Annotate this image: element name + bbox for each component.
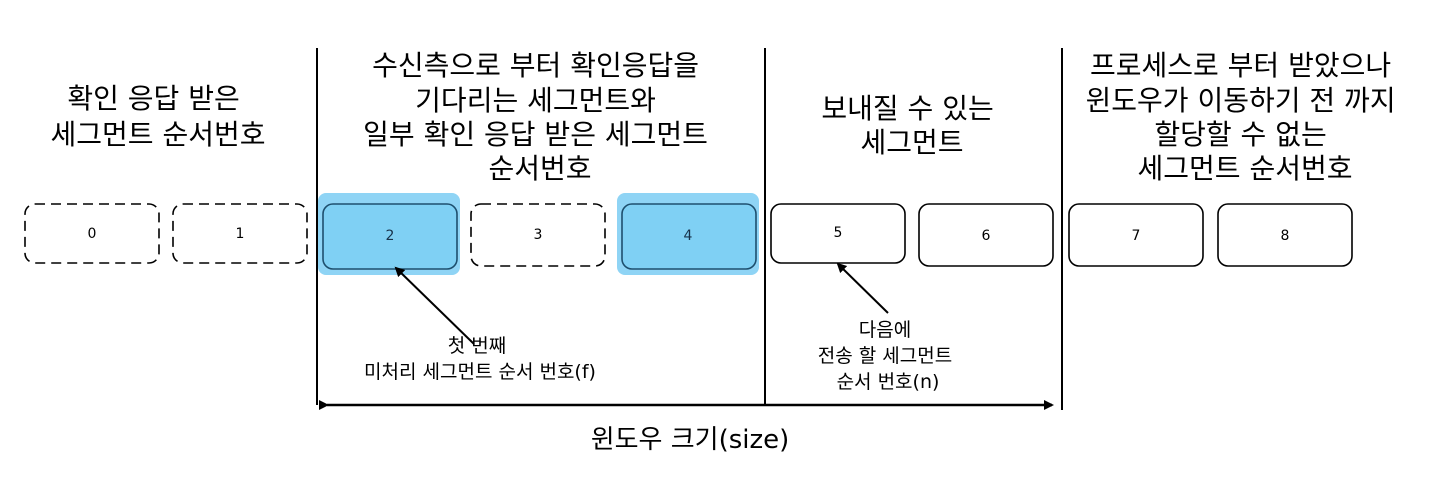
segment-5: 5 [770,203,906,264]
segment-7: 7 [1068,203,1204,267]
annotation-next-to-send: 다음에 전송 할 세그먼트 순서 번호(n) [818,319,959,393]
segment-2: 2 [318,193,460,275]
segment-label: 7 [1132,228,1141,244]
heading-awaiting: 수신측으로 부터 확인응답을 기다리는 세그먼트와 일부 확인 응답 받은 세그… [363,49,717,185]
segment-label: 0 [88,226,97,242]
heading-line: 수신측으로 부터 확인응답을 [372,49,699,82]
annotation-line: 첫 번째 [448,335,506,357]
heading-line: 세그먼트 순서번호 [1138,152,1353,185]
segment-label: 5 [834,225,843,241]
pointer-arrow-first-unacked [394,266,475,345]
heading-acked: 확인 응답 받은 세그먼트 순서번호 [51,82,266,151]
heading-line: 보내질 수 있는 [821,92,993,125]
annotation-line: 전송 할 세그먼트 [818,345,952,367]
annotation-line: 미처리 세그먼트 순서 번호(f) [364,361,596,383]
segment-8: 8 [1217,203,1353,267]
heading-line: 순서번호 [488,152,591,185]
segment-label: 4 [684,228,693,244]
heading-line: 세그먼트 [860,126,963,159]
heading-line: 일부 확인 응답 받은 세그먼트 [363,118,708,151]
heading-line: 할당할 수 없는 [1154,118,1326,151]
pointer-arrow-next-to-send [836,262,889,314]
annotation-first-unacked: 첫 번째 미처리 세그먼트 순서 번호(f) [364,335,596,383]
segment-label: 8 [1281,228,1290,244]
segment-0: 0 [24,203,160,264]
annotation-line: 다음에 [859,319,911,341]
segment-6: 6 [918,203,1054,267]
segment-3: 3 [470,203,606,267]
segment-label: 2 [386,228,395,244]
window-size-label: 윈도우 크기(size) [591,425,790,455]
segment-1: 1 [172,203,308,264]
segment-label: 3 [534,227,543,243]
segment-4: 4 [617,193,759,275]
segment-label: 1 [236,226,245,242]
heading-line: 윈도우가 이동하기 전 까지 [1086,84,1396,117]
segment-label: 6 [982,228,991,244]
heading-line: 확인 응답 받은 [67,82,239,115]
heading-line: 기다리는 세그먼트와 [415,84,656,117]
heading-sendable: 보내질 수 있는 세그먼트 [821,92,1002,159]
heading-not-allowed: 프로세스로 부터 받았으나 윈도우가 이동하기 전 까지 할당할 수 없는 세그… [1086,49,1405,185]
annotation-line: 순서 번호(n) [837,371,940,393]
heading-line: 프로세스로 부터 받았으나 [1090,49,1391,82]
heading-line: 세그먼트 순서번호 [51,118,266,151]
